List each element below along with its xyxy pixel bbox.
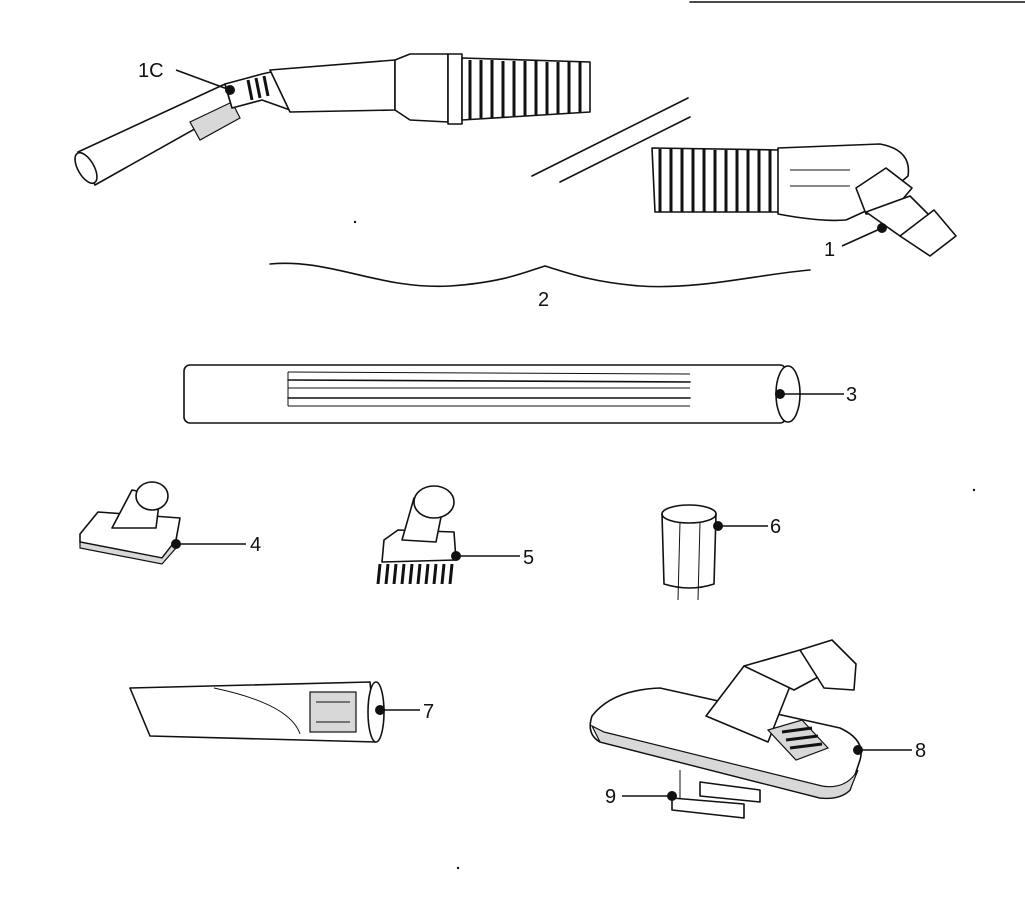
- leader-5-dot: [451, 551, 461, 561]
- upholstery-tool: [79, 481, 181, 565]
- break-line-a: [531, 97, 689, 177]
- leader-9-dot: [667, 791, 677, 801]
- speck: [972, 488, 976, 492]
- dusting-brush: [376, 485, 457, 585]
- leader-3-dot: [775, 389, 785, 399]
- break-line-b: [559, 116, 691, 183]
- callout-7: 7: [423, 701, 434, 723]
- hose-handle-assembly: [74, 53, 591, 186]
- leader-8-dot: [853, 745, 863, 755]
- callout-6: 6: [770, 516, 781, 538]
- callout-8: 8: [915, 740, 926, 762]
- floor-nozzle: [589, 639, 862, 800]
- leader-7-dot: [375, 705, 385, 715]
- speck: [456, 866, 460, 870]
- leader-4-dot: [171, 539, 181, 549]
- callout-9: 9: [605, 786, 616, 808]
- leader-1: [841, 227, 883, 247]
- extension-wand: [183, 364, 801, 424]
- leader-1c: [175, 69, 231, 91]
- adapter-sleeve: [661, 504, 717, 601]
- callout-2: 2: [538, 289, 549, 311]
- speck: [353, 220, 357, 224]
- callout-4: 4: [250, 534, 261, 556]
- callout-3: 3: [846, 384, 857, 406]
- hose-cuff: [651, 143, 957, 257]
- hose-assembly-brace: [269, 262, 811, 288]
- callout-1: 1: [824, 239, 835, 261]
- crevice-tool: [129, 681, 385, 743]
- leader-1c-dot: [225, 85, 235, 95]
- leader-1-dot: [877, 223, 887, 233]
- nozzle-strip: [671, 770, 761, 819]
- leader-6-dot: [713, 521, 723, 531]
- callout-1c: 1C: [138, 60, 164, 82]
- callout-5: 5: [523, 547, 534, 569]
